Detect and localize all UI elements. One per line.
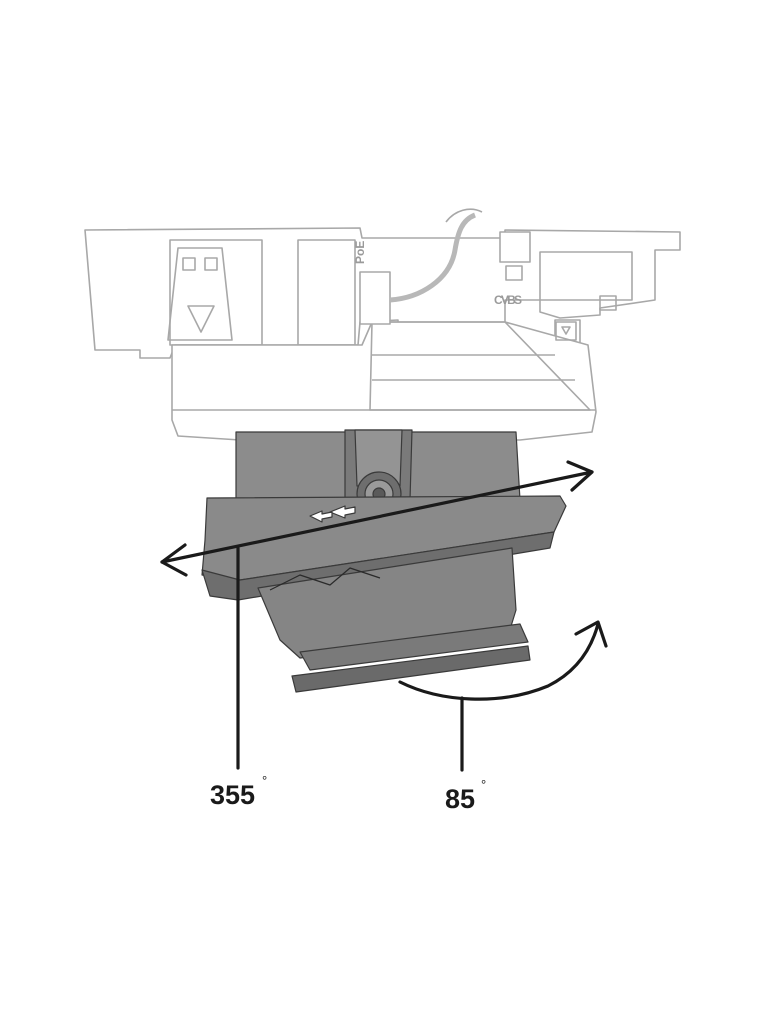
small-marker-tri	[561, 326, 571, 335]
tilt-angle-unit: °	[481, 777, 487, 792]
housing-right-compartment	[539, 251, 633, 301]
tilt-arrowhead	[574, 620, 608, 648]
cvbs-socket-inner	[505, 265, 523, 281]
triangle-down-icon	[187, 305, 215, 333]
camera-module	[201, 429, 567, 693]
lock-arrow-icon	[329, 505, 356, 519]
housing-tab-right	[204, 257, 218, 271]
poe-connector	[359, 271, 391, 325]
pan-arrowhead-right	[566, 460, 594, 492]
tilt-arrow-arc	[398, 622, 600, 701]
small-marker-icon	[555, 321, 577, 341]
housing-right-notch	[599, 295, 617, 311]
cvbs-label: CVBS	[494, 293, 522, 307]
lens-ring-2	[291, 645, 531, 693]
cable-end	[445, 208, 483, 223]
cable	[389, 212, 477, 303]
lock-arrow-icon-b	[309, 510, 333, 523]
cvbs-socket	[499, 231, 531, 263]
lens-ring-1	[299, 623, 529, 671]
lens-housing-ridges	[269, 567, 381, 591]
housing-left-inner	[167, 247, 233, 341]
pan-rotation-arrow	[160, 460, 594, 770]
housing-tab-left	[182, 257, 196, 271]
poe-label: PoE	[353, 241, 367, 264]
pan-arrow-shaft	[160, 470, 594, 564]
pan-angle-unit: °	[262, 773, 268, 788]
tilt-angle-value: 85	[445, 784, 476, 814]
pan-arrowhead-left	[160, 543, 188, 577]
tilt-rotation-arrow	[398, 620, 608, 772]
mount-housing	[84, 208, 681, 441]
pan-angle-value: 355	[210, 780, 256, 810]
